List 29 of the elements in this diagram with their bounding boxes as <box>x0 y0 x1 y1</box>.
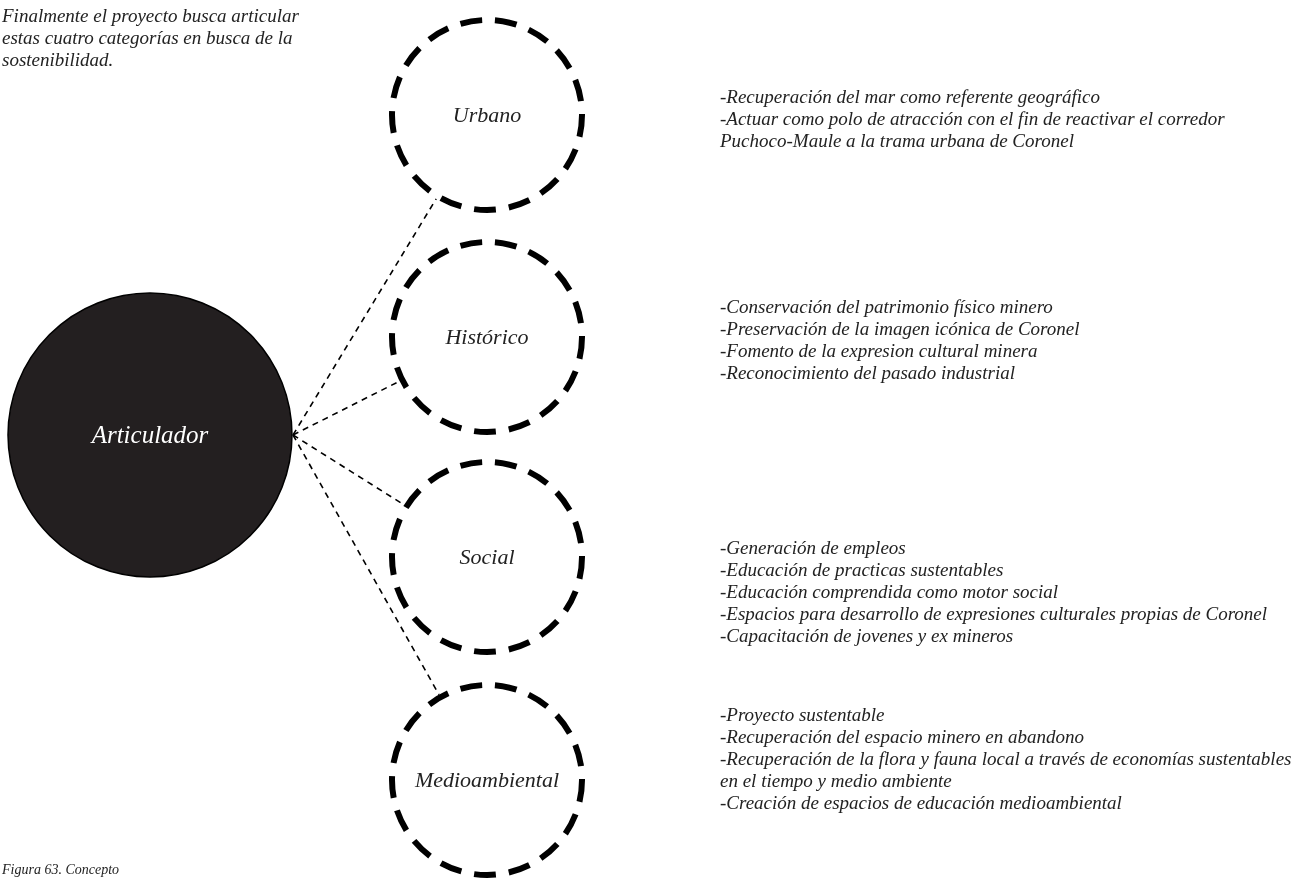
filled-circle <box>7 292 293 578</box>
connector-line <box>292 198 437 436</box>
node-label: Urbano <box>452 102 522 128</box>
bullet-item: -Reconocimiento del pasado industrial <box>720 362 1016 384</box>
bullet-item: -Fomento de la expresion cultural minera <box>720 340 1039 362</box>
bullet-item: -Actuar como polo de atracción con el fin de reactivar el corredor Puchoco-Maule a la trama urbana de Coronel <box>720 108 1226 152</box>
connector-line <box>292 434 440 696</box>
bullet-item: -Educación de practicas sustentables <box>720 559 1005 581</box>
bullet-item: -Espacios para desarrollo de expresiones culturales propias de Coronel <box>720 603 1269 625</box>
figure-caption: Figura 63. Concepto <box>2 862 120 878</box>
bullet-item: -Creación de espacios de educación medioambiental <box>720 792 1123 814</box>
dashed-circle <box>389 17 585 213</box>
bullet-item: -Recuperación de la flora y fauna local a través de economías sustentables en el tiempo y medio ambiente <box>720 748 1293 792</box>
bullet-item: -Proyecto sustentable <box>720 704 886 726</box>
bullet-item: -Capacitación de jovenes y ex mineros <box>720 625 1015 647</box>
dashed-circle <box>389 682 585 878</box>
bullet-item: -Generación de empleos <box>720 537 907 559</box>
bullet-item: -Recuperación del mar como referente geográfico <box>720 86 1102 108</box>
bullet-item: -Recuperación del espacio minero en abandono <box>720 726 1085 748</box>
note-text: Finalmente el proyecto busca articular estas cuatro categorías en busca de la sostenibilidad. <box>2 5 300 71</box>
bullet-item: -Educación comprendida como motor social <box>720 581 1060 603</box>
node-label: Social <box>459 544 515 570</box>
dashed-circle <box>389 239 585 435</box>
bullet-item: -Preservación de la imagen icónica de Coronel <box>720 318 1081 340</box>
node-label: Articulador <box>91 421 209 449</box>
bullet-item: -Conservación del patrimonio físico minero <box>720 296 1054 318</box>
node-label: Medioambiental <box>414 767 560 793</box>
node-label: Histórico <box>445 324 529 350</box>
dashed-circle <box>389 459 585 655</box>
